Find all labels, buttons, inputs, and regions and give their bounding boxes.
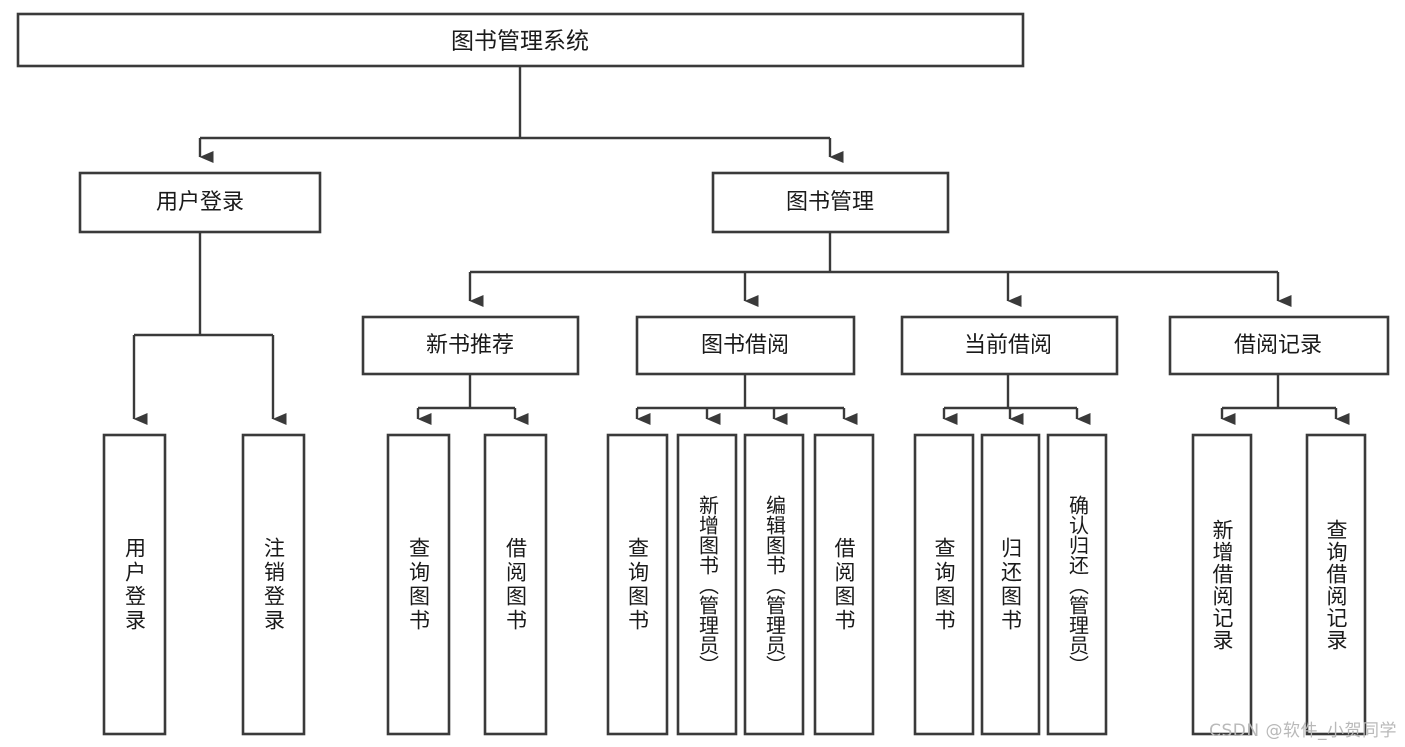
leaf-box-new-book-1[interactable] xyxy=(483,433,548,736)
leaf-box-book-borrow-3[interactable] xyxy=(813,433,875,736)
leaf-box-current-borrow-1[interactable] xyxy=(980,433,1041,736)
leaf-box-borrow-record-1[interactable] xyxy=(1305,433,1367,736)
node-new-book-recommend-label: 新书推荐 xyxy=(426,333,514,358)
leaf-box-current-borrow-2[interactable] xyxy=(1046,433,1108,736)
node-user-login-label: 用户登录 xyxy=(156,190,244,215)
node-root-box[interactable] xyxy=(16,12,1025,68)
node-current-borrow-box[interactable] xyxy=(900,315,1119,376)
node-current-borrow-label: 当前借阅 xyxy=(964,333,1052,358)
leaf-box-current-borrow-0[interactable] xyxy=(913,433,975,736)
leaf-box-book-borrow-0[interactable] xyxy=(606,433,669,736)
leaf-box-book-borrow-1[interactable] xyxy=(676,433,738,736)
node-user-login-box[interactable] xyxy=(78,171,322,234)
leaf-box-user-login-1[interactable] xyxy=(241,433,306,736)
node-borrow-record-label: 借阅记录 xyxy=(1234,333,1322,358)
leaf-box-borrow-record-0[interactable] xyxy=(1191,433,1253,736)
node-book-manage-label: 图书管理 xyxy=(786,190,874,215)
leaf-box-book-borrow-2[interactable] xyxy=(743,433,805,736)
node-new-book-recommend-box[interactable] xyxy=(361,315,580,376)
leaf-box-user-login-0[interactable] xyxy=(102,433,167,736)
node-book-borrow-label: 图书借阅 xyxy=(701,333,789,358)
node-root-label: 图书管理系统 xyxy=(451,29,589,55)
watermark-text: CSDN @软件_小贺同学 xyxy=(1209,721,1397,741)
leaf-box-new-book-0[interactable] xyxy=(386,433,451,736)
